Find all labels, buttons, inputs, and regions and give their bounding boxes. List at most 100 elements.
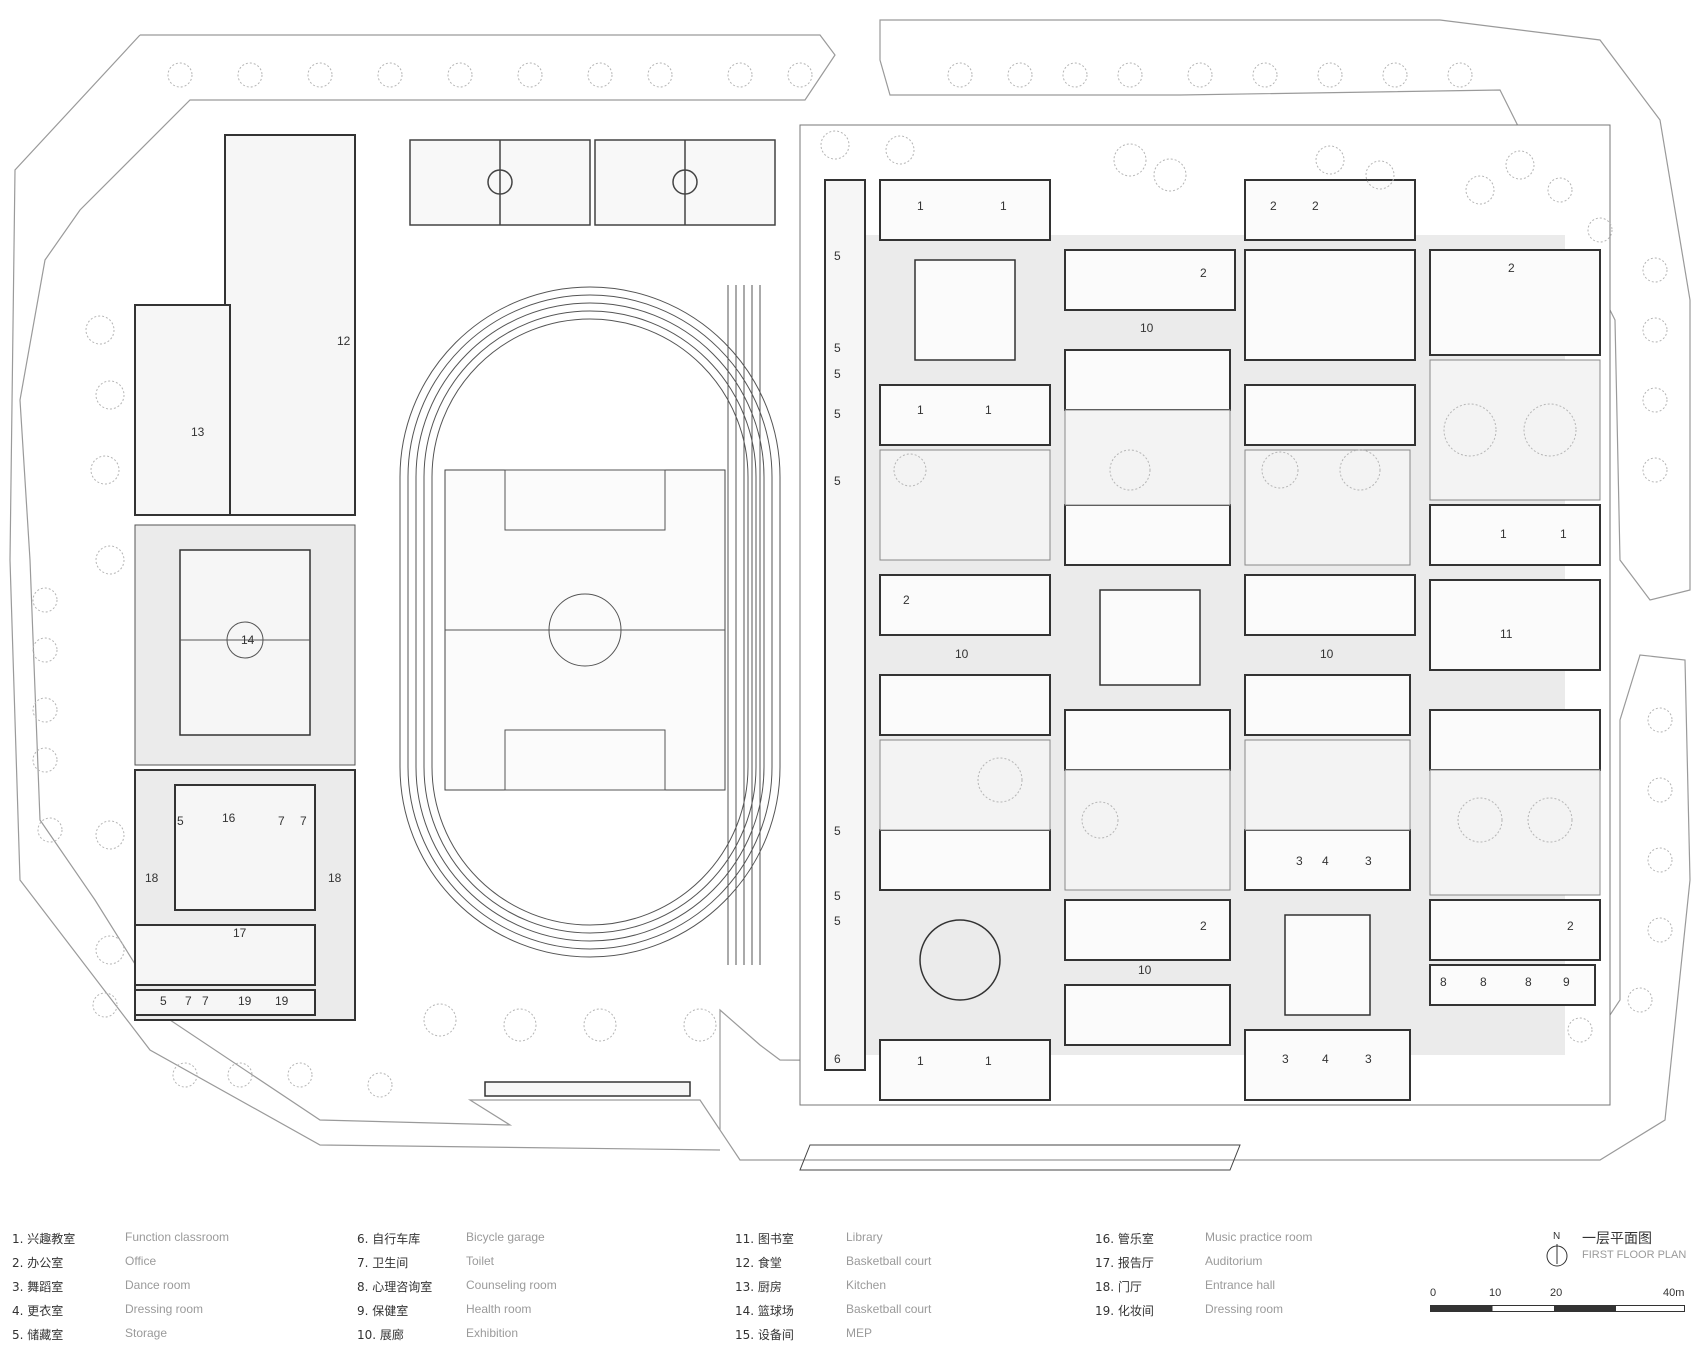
legend-item-label: 11. 图书室 [735, 1232, 794, 1246]
tree-symbol [820, 130, 850, 160]
scale-40: 40m [1663, 1287, 1685, 1299]
tree-symbol [1447, 62, 1473, 88]
tree-symbol [1382, 62, 1408, 88]
label-6: 6 [834, 1052, 841, 1066]
legend-item-label: 5. 储藏室 [12, 1328, 64, 1342]
tree-symbol [1647, 847, 1673, 873]
tree-symbol [85, 315, 115, 345]
auditorium-building [134, 769, 356, 1021]
scale-20: 20 [1550, 1287, 1563, 1299]
label-7-aud-a: 7 [278, 814, 285, 828]
legend-item-label: 10. 展廊 [357, 1328, 404, 1342]
tree-symbol [503, 1008, 537, 1042]
legend-item-label: 6. 自行车库 [357, 1232, 421, 1246]
tree-symbol [1081, 801, 1119, 839]
label-5-b: 5 [834, 341, 841, 355]
label-7-aud-c: 7 [185, 994, 192, 1008]
label-11: 11 [1500, 627, 1513, 641]
gym-building [134, 524, 356, 766]
tree-symbol [1457, 797, 1503, 843]
tree-symbol [1109, 449, 1151, 491]
tree-symbol [1315, 145, 1345, 175]
label-2-f: 2 [1200, 919, 1207, 933]
legend-item-english: Kitchen [846, 1278, 887, 1292]
tree-symbol [1647, 707, 1673, 733]
tree-symbol [90, 455, 120, 485]
legend-item-english: Dressing room [125, 1302, 204, 1316]
legend-item-label: 14. 篮球场 [735, 1304, 794, 1318]
label-3-a: 3 [1296, 854, 1303, 868]
tree-symbol [885, 135, 915, 165]
label-10-left: 10 [955, 647, 969, 661]
tree-symbol [1117, 62, 1143, 88]
tree-symbol [647, 62, 673, 88]
legend-item-label: 12. 食堂 [735, 1256, 782, 1270]
label-8-b: 8 [1480, 975, 1487, 989]
label-2-d: 2 [1508, 261, 1515, 275]
label-5-aud-b: 5 [160, 994, 167, 1008]
bicycle-shed [799, 1144, 1241, 1171]
tree-symbol [587, 62, 613, 88]
tree-symbol [1587, 217, 1613, 243]
label-9: 9 [1563, 975, 1570, 989]
label-5-d: 5 [834, 407, 841, 421]
legend-item-label: 7. 卫生间 [357, 1256, 409, 1270]
legend-item-label: 16. 管乐室 [1095, 1232, 1154, 1246]
label-18-left: 18 [145, 871, 159, 885]
tree-symbol [1642, 257, 1668, 283]
tree-symbol [1317, 62, 1343, 88]
tree-symbol [977, 757, 1023, 803]
tree-symbol [227, 1062, 253, 1088]
entrance-gate [484, 1081, 691, 1097]
legend-item-english: Dressing room [1205, 1302, 1284, 1316]
scale-10: 10 [1489, 1287, 1502, 1299]
tree-symbol [787, 62, 813, 88]
legend-item-english: Auditorium [1205, 1254, 1263, 1268]
tree-symbol [517, 62, 543, 88]
legend-item-english: Toilet [466, 1254, 495, 1268]
label-10-bottom: 10 [1138, 963, 1152, 977]
label-13: 13 [191, 425, 205, 439]
label-1-a: 1 [917, 199, 924, 213]
scale-0: 0 [1430, 1287, 1437, 1299]
tree-symbol [683, 1008, 717, 1042]
tree-symbol [95, 380, 125, 410]
tree-symbol [423, 1003, 457, 1037]
legend-item-label: 8. 心理咨询室 [357, 1280, 433, 1294]
label-5-c: 5 [834, 367, 841, 381]
tree-symbol [1339, 449, 1381, 491]
legend-item-english: Exhibition [466, 1326, 519, 1340]
legend-item-label: 2. 办公室 [12, 1256, 64, 1270]
tree-symbol [1647, 917, 1673, 943]
tree-symbol [1642, 457, 1668, 483]
tree-symbol [95, 545, 125, 575]
legend-item-label: 19. 化妆间 [1095, 1304, 1154, 1318]
tree-symbol [32, 637, 58, 663]
label-3-c: 3 [1282, 1052, 1289, 1066]
label-5-f: 5 [834, 824, 841, 838]
label-10-top: 10 [1140, 321, 1154, 335]
label-8-c: 8 [1525, 975, 1532, 989]
tree-symbol [95, 935, 125, 965]
label-3-b: 3 [1365, 854, 1372, 868]
tree-symbol [947, 62, 973, 88]
tree-symbol [367, 1072, 393, 1098]
legend-item-label: 4. 更衣室 [12, 1304, 64, 1318]
legend-item-label: 15. 设备间 [735, 1328, 794, 1342]
teaching-complex [799, 124, 1611, 1106]
tree-symbol [1365, 160, 1395, 190]
label-2-a: 2 [1270, 199, 1277, 213]
label-2-b: 2 [1312, 199, 1319, 213]
tree-symbol [583, 1008, 617, 1042]
tree-symbol [1547, 177, 1573, 203]
tree-symbol [1523, 403, 1577, 457]
legend-item-english: Office [125, 1254, 157, 1268]
legend-item-label: 17. 报告厅 [1095, 1256, 1154, 1270]
label-5-e: 5 [834, 474, 841, 488]
label-4-a: 4 [1322, 854, 1329, 868]
label-2-e: 2 [903, 593, 910, 607]
running-track [399, 285, 781, 965]
label-1-d: 1 [985, 403, 992, 417]
tree-symbol [1465, 175, 1495, 205]
